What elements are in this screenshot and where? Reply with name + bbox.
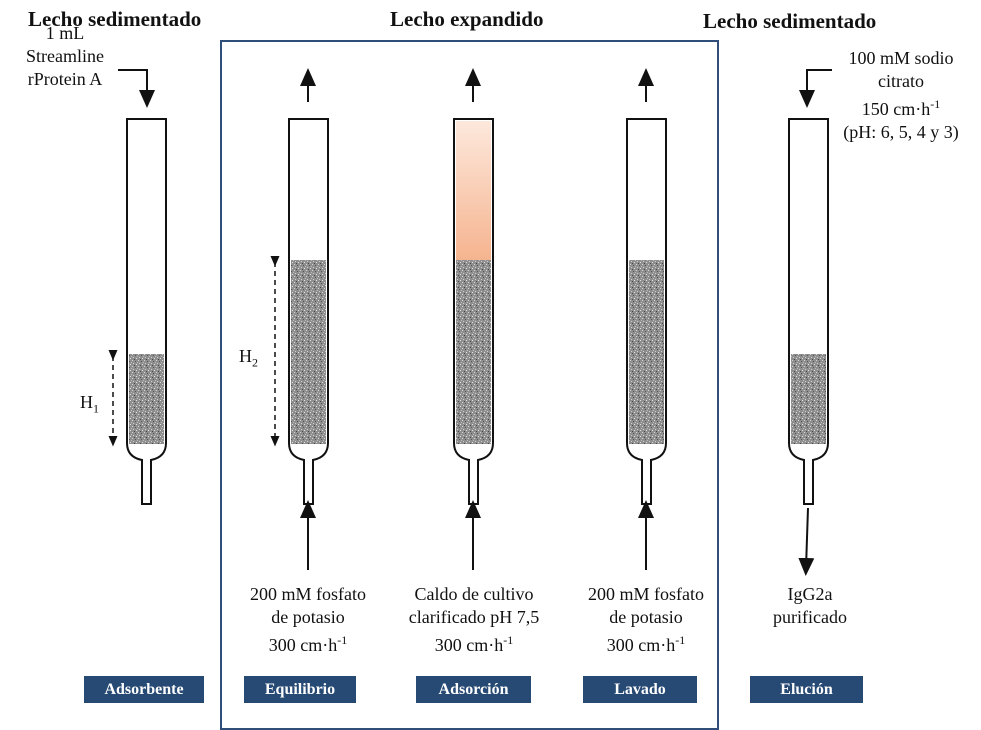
column-adsorption xyxy=(453,118,494,505)
h1-label: H1 xyxy=(80,392,99,416)
adsorption-feed-note: Caldo de cultivo clarificado pH 7,5 300 … xyxy=(408,584,540,655)
label-adsorbent: Adsorbente xyxy=(84,676,204,703)
column-wash xyxy=(626,118,667,505)
elution-buffer-note: 100 mM sodio citrato 150 cm·h-1 (pH: 6, … xyxy=(843,48,959,142)
label-elution: Elución xyxy=(750,676,863,703)
label-adsorption: Adsorción xyxy=(416,676,531,703)
broth-layer xyxy=(456,121,491,260)
adsorbent-note: 1 mL Streamline rProtein A xyxy=(26,23,104,89)
heading-settled-left: Lecho sedimentado xyxy=(28,7,202,31)
feed-arrow xyxy=(799,69,832,108)
feed-arrow xyxy=(118,69,155,108)
label-wash: Lavado xyxy=(583,676,697,703)
settled-bed xyxy=(791,354,826,444)
expanded-bed xyxy=(291,260,326,444)
h2-label: H2 xyxy=(239,346,258,370)
outflow-arrow xyxy=(798,507,815,576)
heading-settled-right: Lecho sedimentado xyxy=(703,9,877,33)
equilibrium-buffer-note: 200 mM fosfato de potasio 300 cm·h-1 xyxy=(250,584,366,655)
expanded-bed xyxy=(456,260,491,444)
heading-expanded: Lecho expandido xyxy=(390,7,544,31)
column-adsorbent xyxy=(126,118,167,505)
product-note: IgG2a purificado xyxy=(773,584,847,627)
column-equilibrium xyxy=(288,118,329,505)
label-equilibrium: Equilibrio xyxy=(244,676,356,703)
expanded-bed xyxy=(629,260,664,444)
wash-buffer-note: 200 mM fosfato de potasio 300 cm·h-1 xyxy=(588,584,704,655)
column-elution xyxy=(788,118,829,505)
settled-bed xyxy=(129,354,164,444)
